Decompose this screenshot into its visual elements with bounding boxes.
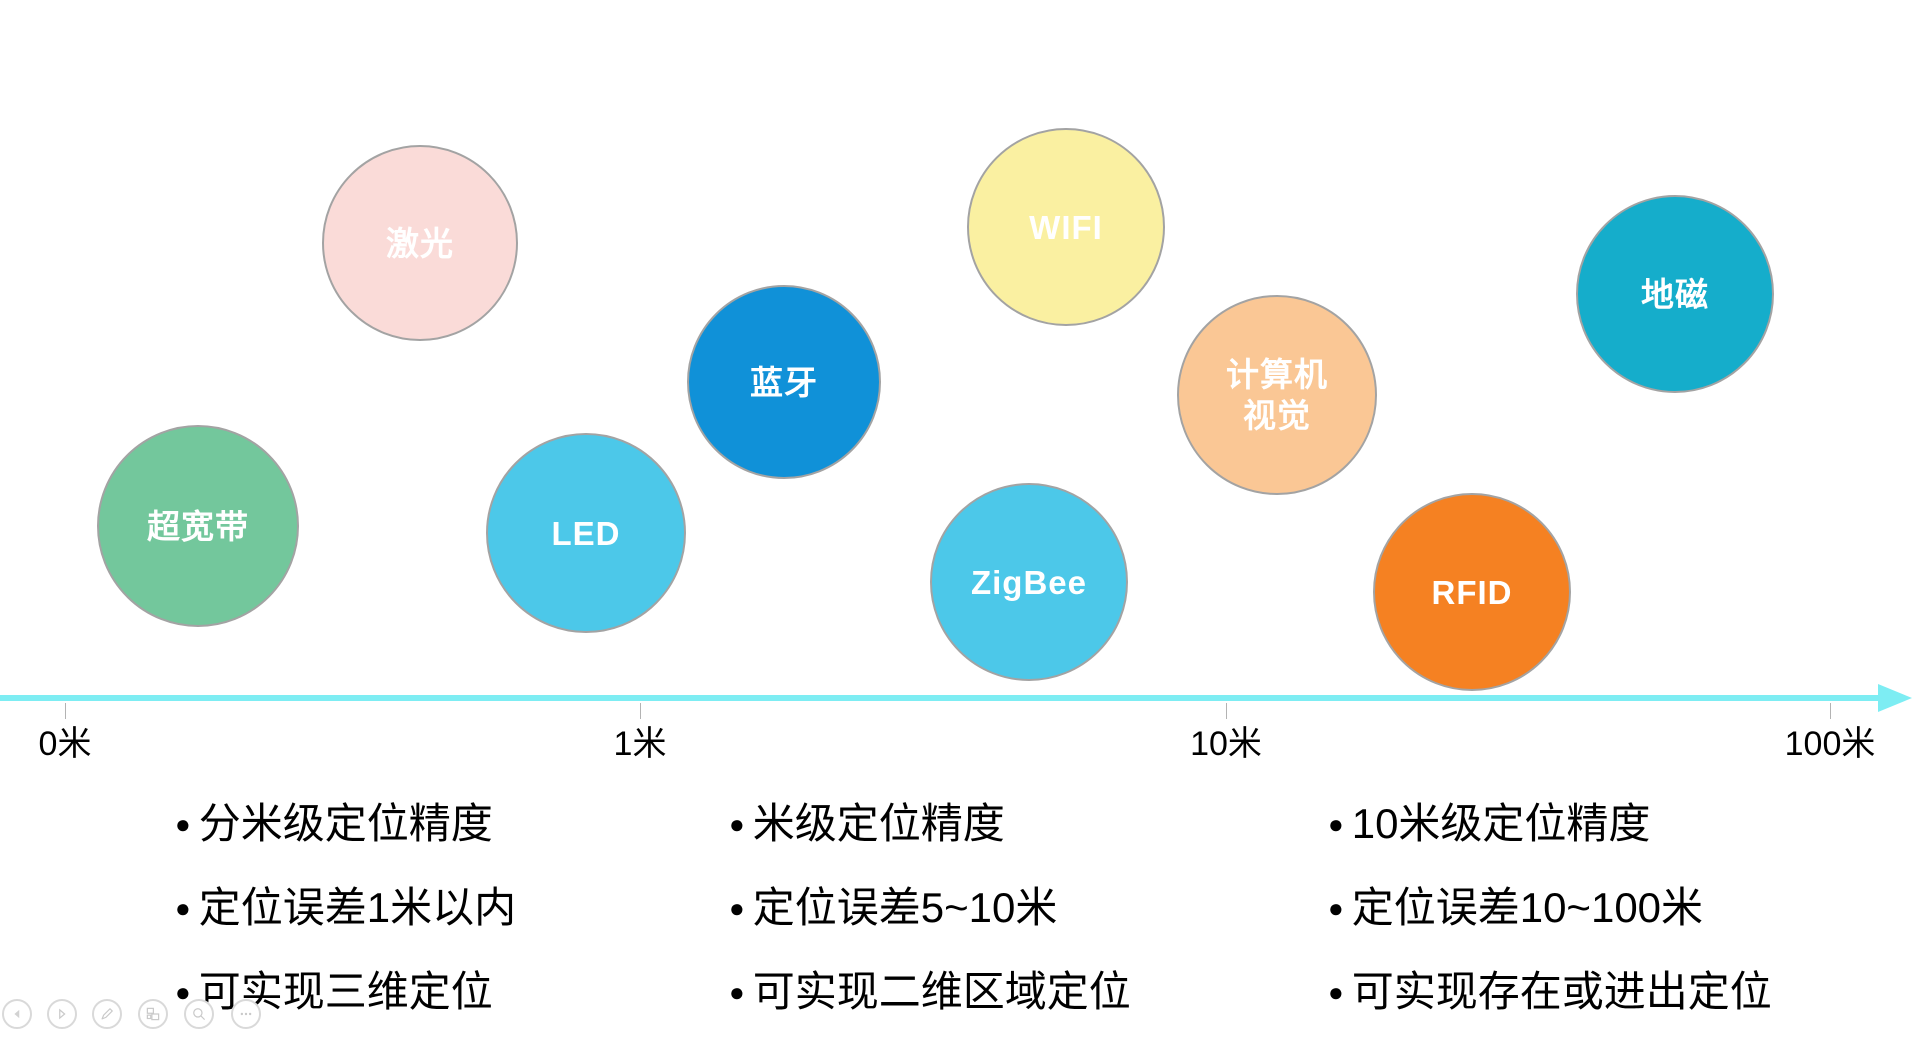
bullet-row: ●米级定位精度 (729, 796, 1131, 852)
bullet-row: ●可实现三维定位 (175, 964, 516, 1020)
bubble-label: 计算机 视觉 (1226, 356, 1328, 434)
bubble-wifi: WIFI (967, 128, 1165, 326)
axis-tick (1830, 703, 1831, 719)
bullet-dot-icon: ● (175, 893, 191, 923)
bullet-column-ten-meter-level: ●10米级定位精度●定位误差10~100米●可实现存在或进出定位 (1328, 796, 1772, 1048)
bullet-text: 定位误差10~100米 (1351, 884, 1704, 931)
bubble-label: ZigBee (970, 563, 1088, 601)
bubble-computer-vision: 计算机 视觉 (1177, 295, 1377, 495)
bullet-column-meter-level: ●米级定位精度●定位误差5~10米●可实现二维区域定位 (729, 796, 1131, 1048)
next-slide-button[interactable] (47, 999, 77, 1029)
bubble-led: LED (486, 433, 686, 633)
bullet-text: 定位误差5~10米 (752, 884, 1058, 931)
bullet-dot-icon: ● (175, 977, 191, 1007)
bullet-row: ●定位误差10~100米 (1328, 880, 1772, 936)
bubble-bluetooth: 蓝牙 (687, 285, 881, 479)
bullet-text: 定位误差1米以内 (198, 884, 517, 931)
axis-arrowhead-icon (1878, 684, 1912, 712)
bullet-text: 可实现存在或进出定位 (1351, 968, 1772, 1015)
axis-tick-label: 10米 (1190, 725, 1262, 763)
bullet-dot-icon: ● (729, 893, 745, 923)
bubble-label: 地磁 (1641, 275, 1709, 313)
axis-tick-label: 100米 (1784, 725, 1876, 763)
zoom-button[interactable] (184, 999, 214, 1029)
axis-tick-label: 0米 (38, 725, 92, 763)
zoom-icon (190, 1005, 208, 1023)
bullet-row: ●可实现存在或进出定位 (1328, 964, 1772, 1020)
bullet-dot-icon: ● (1328, 977, 1344, 1007)
bubble-label: 蓝牙 (750, 363, 818, 401)
bullet-column-decimeter-level: ●分米级定位精度●定位误差1米以内●可实现三维定位 (175, 796, 516, 1048)
bubble-label: 超宽带 (147, 507, 249, 545)
bullet-dot-icon: ● (729, 977, 745, 1007)
next-slide-icon (53, 1005, 71, 1023)
bullet-dot-icon: ● (729, 809, 745, 839)
bullet-row: ●定位误差5~10米 (729, 880, 1131, 936)
more-button[interactable] (231, 999, 261, 1029)
bubble-label: LED (551, 514, 621, 552)
slide-panel-button[interactable] (138, 999, 168, 1029)
prev-slide-icon (8, 1005, 26, 1023)
axis-tick (640, 703, 641, 719)
bullet-text: 米级定位精度 (752, 800, 1005, 847)
pen-button[interactable] (92, 999, 122, 1029)
pen-icon (98, 1005, 116, 1023)
bubble-label: RFID (1431, 573, 1513, 611)
bullet-row: ●分米级定位精度 (175, 796, 516, 852)
bullet-dot-icon: ● (1328, 893, 1344, 923)
bullet-row: ●10米级定位精度 (1328, 796, 1772, 852)
bullet-text: 10米级定位精度 (1351, 800, 1651, 847)
axis-tick-label: 1米 (613, 725, 667, 763)
slide-panel-icon (144, 1005, 162, 1023)
axis-tick (65, 703, 66, 719)
bullet-row: ●定位误差1米以内 (175, 880, 516, 936)
more-icon (237, 1005, 255, 1023)
prev-slide-button[interactable] (2, 999, 32, 1029)
bullet-dot-icon: ● (175, 809, 191, 839)
bullet-row: ●可实现二维区域定位 (729, 964, 1131, 1020)
bubble-geomagnetic: 地磁 (1576, 195, 1774, 393)
bubble-label: 激光 (386, 224, 454, 262)
axis-tick (1226, 703, 1227, 719)
accuracy-axis-line (0, 695, 1880, 701)
bubble-laser: 激光 (322, 145, 518, 341)
bubble-label: WIFI (1029, 208, 1103, 246)
bullet-text: 分米级定位精度 (198, 800, 493, 847)
bubble-uwb: 超宽带 (97, 425, 299, 627)
bubble-zigbee: ZigBee (930, 483, 1128, 681)
bubble-rfid: RFID (1373, 493, 1571, 691)
bullet-text: 可实现二维区域定位 (752, 968, 1131, 1015)
bullet-dot-icon: ● (1328, 809, 1344, 839)
